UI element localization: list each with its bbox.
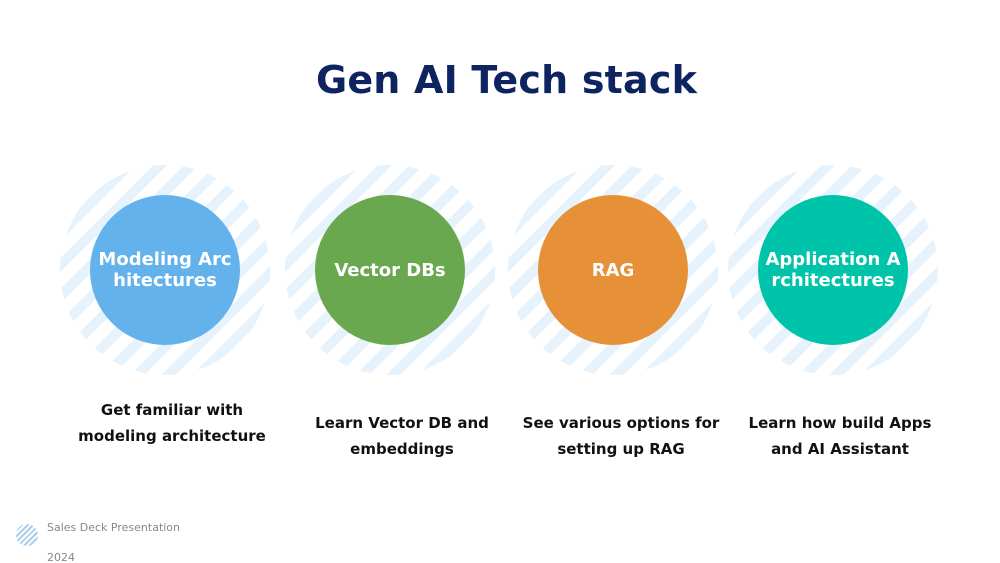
description-application-architectures: Learn how build Apps and AI Assistant xyxy=(748,414,932,458)
footer-year: 2024 xyxy=(47,551,75,563)
description-rag: See various options for setting up RAG xyxy=(522,414,720,458)
footer-presentation-name: Sales Deck Presentation xyxy=(47,521,181,534)
striped-circle-icon xyxy=(16,524,38,546)
description-vector-dbs: Learn Vector DB and embeddings xyxy=(315,414,489,458)
circle-label: Modeling Architectures xyxy=(98,249,232,291)
description-modeling-architectures: Get familiar with modeling architecture xyxy=(78,401,266,445)
circle-vector-dbs: Vector DBs xyxy=(315,195,465,345)
circle-label: RAG xyxy=(591,259,635,281)
circle-rag: RAG xyxy=(538,195,688,345)
circle-label: Vector DBs xyxy=(334,259,446,281)
circle-application-architectures: Application Architectures xyxy=(758,195,908,345)
circle-label: Application Architectures xyxy=(765,249,901,291)
slide-title: Gen AI Tech stack xyxy=(315,58,698,102)
circle-modeling-architectures: Modeling Architectures xyxy=(90,195,240,345)
